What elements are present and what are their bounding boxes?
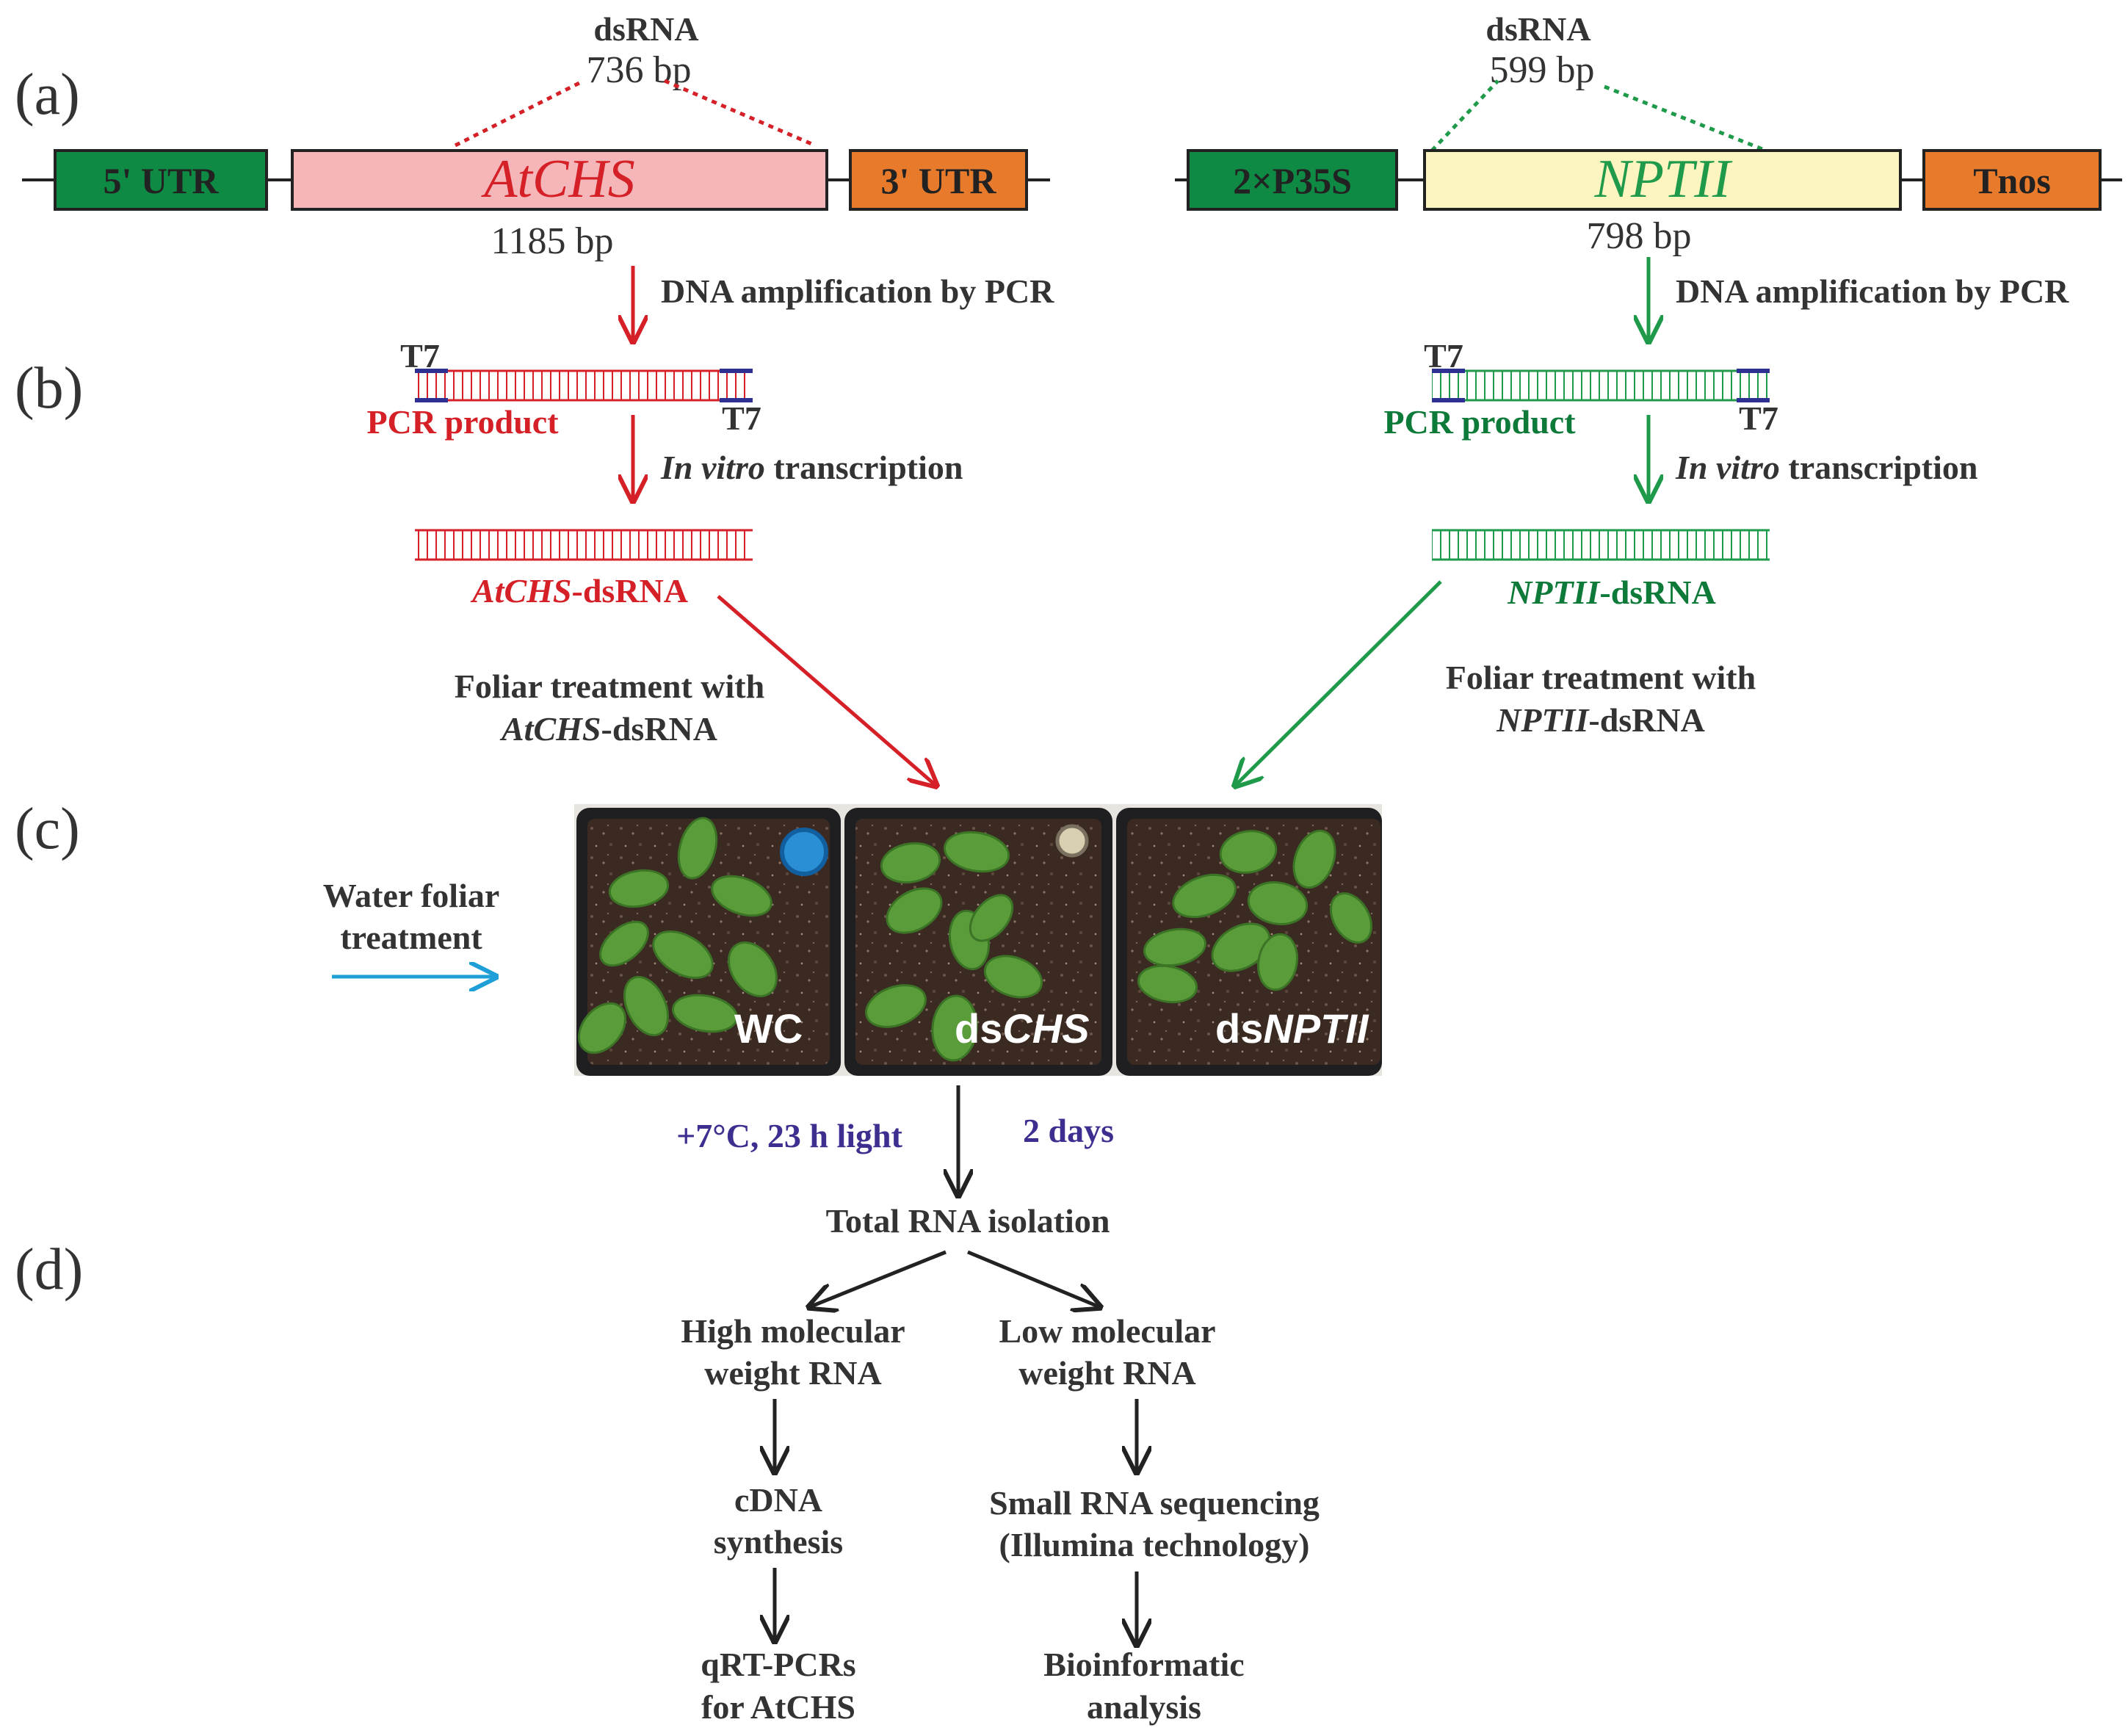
right-promoter-box (1187, 149, 1398, 211)
left-dsrna-title: dsRNA (593, 10, 698, 48)
right-dsrna-size: 599 bp (1490, 49, 1595, 91)
bioinformatic-line1: Bioinformatic (1043, 1646, 1244, 1683)
left-dsrna-size: 736 bp (587, 49, 692, 91)
high-mw-line1: High molecular (681, 1312, 905, 1350)
left-gene-label: AtCHS (480, 149, 635, 209)
left-dsrna-strand (415, 530, 753, 560)
photo-label-dsnptii: dsNPTII (1215, 1005, 1369, 1052)
right-gene-box (1423, 149, 1902, 211)
condition-temp: +7°C, 23 h light (676, 1117, 903, 1154)
pot-dschs: dsCHS (844, 808, 1112, 1076)
left-gene-size: 1185 bp (491, 220, 613, 262)
water-line1: Water foliar (323, 877, 500, 914)
right-t7-bottom: T7 (1739, 399, 1778, 437)
right-terminator-box (1922, 149, 2102, 211)
right-pcr-flow: DNA amplification by PCR T7 T7 PCR produ… (1235, 257, 2069, 786)
condition-time: 2 days (1023, 1112, 1114, 1149)
right-foliar-line1: Foliar treatment with (1446, 659, 1756, 696)
left-foliar-line2: AtCHS-dsRNA (499, 710, 717, 748)
right-promoter-label: 2×P35S (1233, 160, 1352, 201)
left-pcr-flow: DNA amplification by PCR T7 T7 PCR produ… (366, 266, 1054, 786)
right-t7-top: T7 (1424, 337, 1463, 375)
left-transcription-label: In vitro transcription (660, 449, 963, 486)
right-dsrna-title: dsRNA (1485, 10, 1590, 48)
right-pcr-product-strand (1432, 371, 1770, 400)
photo-label-wc: WC (734, 1005, 803, 1052)
plant-photo: WC dsCHS (574, 804, 1382, 1076)
right-construct: dsRNA 599 bp 2×P35S NPTII Tnos 798 bp (1175, 10, 2122, 257)
right-dsrna-strand (1432, 530, 1770, 560)
right-foliar-line2: NPTII-dsRNA (1496, 701, 1705, 739)
cdna-line2: synthesis (714, 1523, 843, 1560)
qrt-pcr-line2: for AtCHS (701, 1688, 855, 1726)
high-mw-line2: weight RNA (704, 1354, 881, 1392)
left-foliar-line1: Foliar treatment with (455, 668, 764, 705)
left-t7-top: T7 (400, 337, 440, 375)
water-line2: treatment (340, 919, 482, 956)
panel-label-d: (d) (15, 1237, 83, 1302)
right-gene-size: 798 bp (1587, 215, 1692, 257)
right-pcr-product-label: PCR product (1383, 403, 1576, 441)
right-transcription-label: In vitro transcription (1675, 449, 1977, 486)
right-terminator-label: Tnos (1973, 160, 2051, 201)
left-pcr-product-strand (415, 371, 753, 400)
left-gene-box (291, 149, 828, 211)
low-mw-line2: weight RNA (1018, 1354, 1195, 1392)
right-amplification-label: DNA amplification by PCR (1676, 272, 2069, 310)
left-construct: dsRNA 736 bp 5' UTR AtCHS 3' UTR 1185 bp (22, 10, 1050, 262)
left-pcr-product-label: PCR product (366, 403, 559, 441)
left-3utr-label: 3' UTR (881, 160, 997, 201)
right-gene-label: NPTII (1594, 149, 1733, 209)
pot-wc: WC (576, 808, 841, 1076)
small-rna-seq-line2: (Illumina technology) (999, 1526, 1310, 1563)
panel-label-a: (a) (15, 62, 80, 127)
panel-label-b: (b) (15, 356, 83, 421)
cdna-line1: cDNA (734, 1481, 822, 1519)
left-3utr-box (849, 149, 1028, 211)
left-amplification-label: DNA amplification by PCR (661, 272, 1054, 310)
small-rna-seq-line1: Small RNA sequencing (989, 1484, 1320, 1522)
water-treatment: Water foliar treatment (323, 877, 500, 977)
pot-dsnptii: dsNPTII (1116, 808, 1382, 1076)
left-5utr-box (54, 149, 268, 211)
bioinformatic-line2: analysis (1087, 1688, 1201, 1726)
left-dsrna-label: AtCHS-dsRNA (470, 572, 688, 610)
photo-label-dschs: dsCHS (955, 1005, 1090, 1052)
right-dsrna-label: NPTII-dsRNA (1507, 574, 1716, 611)
left-5utr-label: 5' UTR (104, 160, 220, 201)
qrt-pcr-line1: qRT-PCRs (701, 1646, 855, 1683)
rna-workflow: Total RNA isolation High molecular weigh… (681, 1202, 1320, 1726)
left-t7-bottom: T7 (722, 399, 761, 437)
total-rna-isolation: Total RNA isolation (826, 1202, 1110, 1240)
panel-label-c: (c) (15, 797, 80, 861)
low-mw-line1: Low molecular (999, 1312, 1215, 1350)
